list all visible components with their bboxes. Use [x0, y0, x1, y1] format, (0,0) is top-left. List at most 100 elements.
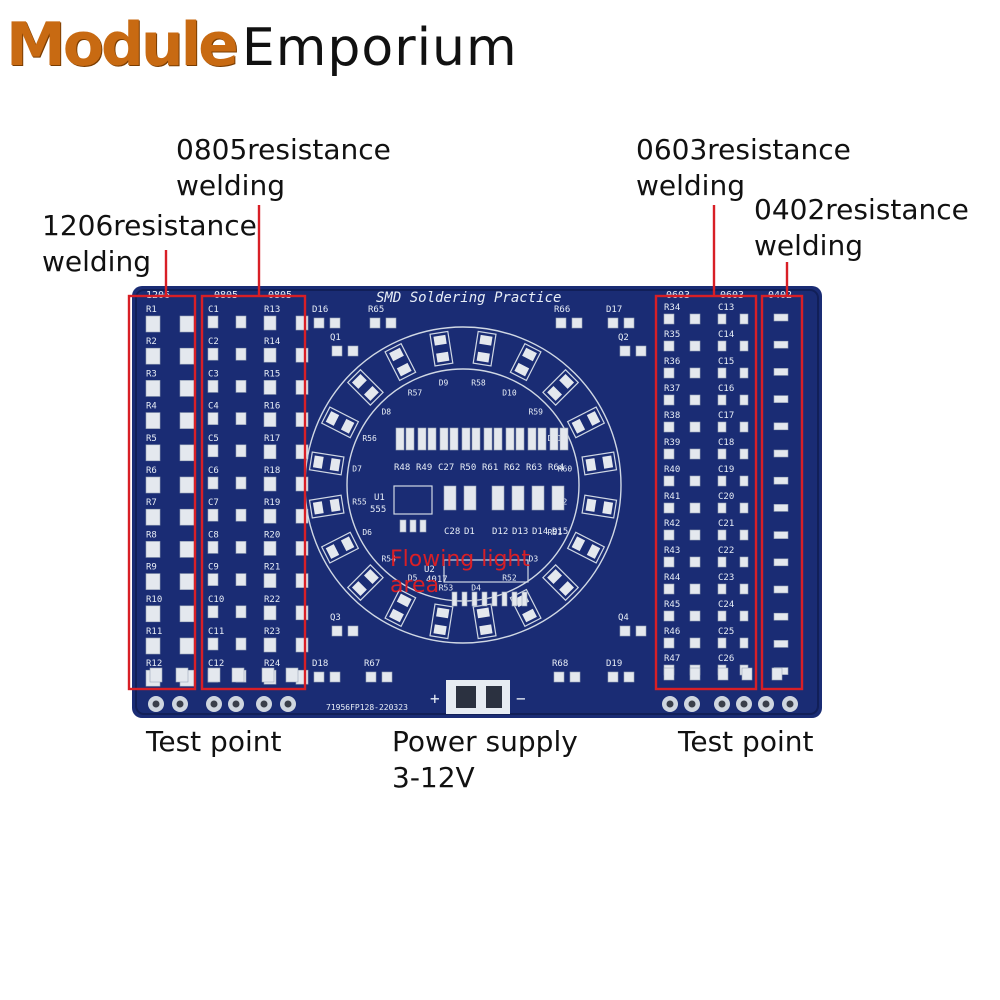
- label-c0603: C14: [718, 330, 734, 340]
- ring-component-outline: [384, 342, 417, 382]
- ring-component-label: R57: [408, 388, 423, 397]
- label-r0805: R15: [264, 369, 280, 379]
- solder-pad: [369, 317, 381, 329]
- solder-pad: [331, 345, 343, 357]
- u1-label: U1: [374, 493, 385, 503]
- solder-pad: [689, 475, 701, 487]
- solder-pad: [717, 667, 729, 681]
- solder-pad: [739, 529, 749, 541]
- solder-pad: [325, 411, 340, 426]
- ring-component: [308, 494, 345, 519]
- solder-pad-0402: [773, 612, 789, 621]
- solder-pad: [449, 427, 459, 451]
- solder-pad: [739, 583, 749, 595]
- label-1206: R6: [146, 466, 157, 476]
- solder-pad: [689, 340, 701, 352]
- test-point-hole-center: [762, 700, 770, 708]
- solder-pad: [145, 573, 161, 590]
- solder-pad: [689, 529, 701, 541]
- misc-label: Q2: [618, 333, 629, 343]
- solder-pad: [235, 541, 247, 554]
- highlight-box-0805: [200, 294, 307, 691]
- solder-pad: [663, 421, 675, 433]
- ring-component-label: R54: [381, 555, 396, 564]
- callout-1206-text: 1206resistance welding: [42, 209, 257, 278]
- label-c0603: C16: [718, 384, 734, 394]
- solder-pad: [551, 485, 565, 511]
- solder-pad: [476, 351, 490, 363]
- label-r0805: R13: [264, 305, 280, 315]
- test-point-hole-center: [176, 700, 184, 708]
- center-label: R50: [460, 463, 476, 473]
- solder-pad: [235, 637, 247, 651]
- solder-pad: [235, 444, 247, 458]
- callout-0402: 0402resistance welding: [754, 192, 969, 264]
- u2-outline: [443, 559, 529, 583]
- solder-pad: [145, 476, 161, 494]
- u2-label: U2: [424, 565, 435, 575]
- solder-pad: [501, 591, 508, 607]
- solder-pad: [717, 448, 727, 460]
- solder-pad: [235, 508, 247, 522]
- solder-pad: [295, 637, 309, 653]
- solder-pad: [235, 347, 247, 361]
- ring-component: [429, 330, 454, 367]
- ring-component-outline: [308, 451, 345, 476]
- label-r0603: R40: [664, 465, 680, 475]
- solder-pad: [207, 667, 221, 683]
- solder-pad: [471, 591, 478, 607]
- solder-pad: [739, 421, 749, 433]
- solder-pad: [295, 315, 309, 331]
- solder-pad: [351, 581, 367, 597]
- ring-component-outline: [384, 588, 417, 628]
- label-c0603: C18: [718, 438, 734, 448]
- label-c0603: C21: [718, 519, 734, 529]
- test-point-hole-center: [260, 700, 268, 708]
- ring-component-outline: [581, 494, 618, 519]
- ring-component-label: D4: [471, 584, 481, 593]
- solder-pad: [689, 556, 701, 568]
- solder-pad: [515, 427, 525, 451]
- solder-pad: [295, 573, 309, 588]
- label-c0603: C22: [718, 546, 734, 556]
- solder-pad: [207, 315, 219, 329]
- solder-pad-0402: [773, 476, 789, 485]
- label-1206: R5: [146, 434, 157, 444]
- solder-pad: [739, 637, 749, 649]
- label-r0603: R45: [664, 600, 680, 610]
- solder-pad-0402: [773, 640, 789, 648]
- solder-pad: [179, 541, 195, 558]
- solder-pad: [739, 556, 749, 568]
- caption-test-point-left: Test point: [146, 725, 282, 758]
- solder-pad: [179, 605, 195, 623]
- solder-pad: [347, 625, 359, 637]
- center-label: D12: [492, 527, 508, 537]
- solder-pad: [179, 347, 195, 365]
- label-c0603: C23: [718, 573, 734, 583]
- misc-label: R67: [364, 659, 380, 669]
- brand-logo: Module Emporium: [6, 10, 518, 80]
- solder-pad: [389, 347, 404, 362]
- solder-pad: [739, 394, 749, 406]
- ring-component-outline: [581, 451, 618, 476]
- ring-component: [472, 330, 497, 367]
- solder-pad: [364, 569, 379, 584]
- solder-pad: [559, 581, 575, 597]
- ring-component-label: R56: [362, 434, 377, 443]
- solder-pad: [295, 444, 309, 460]
- solder-pad: [521, 591, 528, 607]
- label-r0603: R43: [664, 546, 680, 556]
- label-c0805: C7: [208, 498, 219, 508]
- solder-pad: [263, 380, 277, 395]
- label-c0805: C12: [208, 659, 224, 669]
- solder-pad: [717, 529, 727, 541]
- solder-pad: [663, 448, 675, 460]
- solder-pad: [329, 498, 341, 512]
- solder-pad: [689, 637, 701, 649]
- solder-pad: [145, 315, 161, 333]
- solder-pad: [663, 367, 675, 379]
- test-point-hole-center: [284, 700, 292, 708]
- solder-pad: [263, 444, 277, 460]
- label-r0603: R34: [664, 303, 680, 313]
